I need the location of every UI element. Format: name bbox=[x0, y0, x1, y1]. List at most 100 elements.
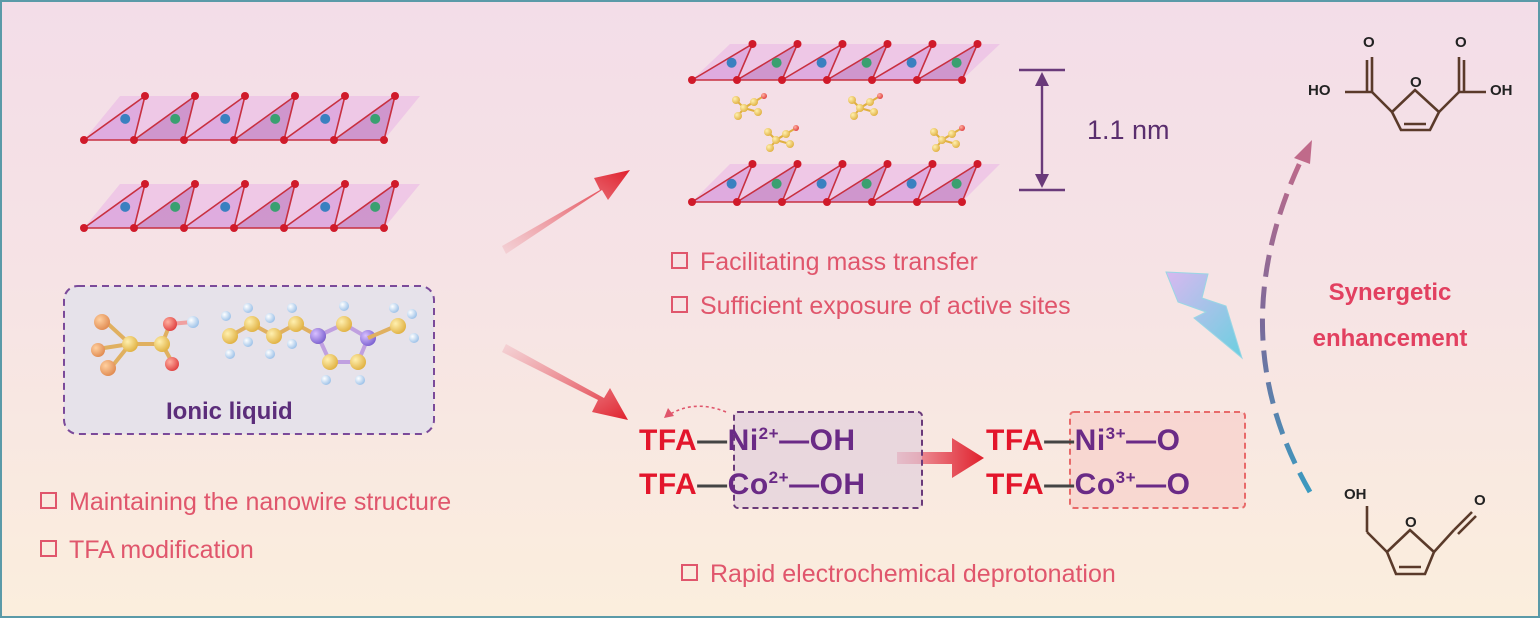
proton-transfer-arrow bbox=[663, 405, 727, 419]
oxygen-atom bbox=[330, 224, 338, 232]
oxygen-atom bbox=[778, 198, 786, 206]
spacing-label: 1.1 nm bbox=[1087, 115, 1170, 145]
octahedron bbox=[689, 42, 755, 81]
checkbox-icon bbox=[671, 252, 688, 269]
fdca-molecule bbox=[1345, 57, 1486, 132]
metal-atom bbox=[170, 113, 181, 124]
atom bbox=[154, 336, 170, 352]
lattice-sheet bbox=[80, 92, 420, 144]
octahedron bbox=[131, 94, 197, 141]
metal-atom bbox=[726, 178, 737, 189]
group-text: O bbox=[1156, 424, 1181, 457]
atom bbox=[243, 303, 253, 313]
atom bbox=[938, 136, 946, 144]
octahedron bbox=[81, 182, 147, 229]
oxygen-atom bbox=[973, 40, 982, 48]
lattice-sheet bbox=[688, 160, 1000, 206]
oxygen-atom bbox=[793, 160, 802, 168]
formula-co-before: TFA—Co2+—OH bbox=[639, 468, 866, 501]
atom bbox=[244, 316, 260, 332]
checkbox-icon bbox=[681, 564, 698, 581]
atom bbox=[355, 375, 365, 385]
oxygen-atom bbox=[868, 198, 876, 206]
charge-text: 2+ bbox=[758, 424, 780, 443]
atom bbox=[221, 311, 231, 321]
metal-atom bbox=[370, 113, 381, 124]
tfa-molecule bbox=[848, 93, 883, 120]
atom bbox=[288, 316, 304, 332]
oxygen-atom bbox=[733, 76, 741, 84]
metal-atom bbox=[816, 178, 827, 189]
oxygen-atom bbox=[688, 198, 696, 206]
oxygen-atom bbox=[241, 180, 249, 188]
metal-text: Ni bbox=[1074, 424, 1106, 457]
bullet-deprotonation: Rapid electrochemical deprotonation bbox=[681, 560, 1116, 589]
octahedron bbox=[689, 162, 755, 203]
bullet-text: TFA modification bbox=[69, 536, 254, 564]
metal-atom bbox=[816, 57, 827, 68]
oxygen-atom bbox=[883, 40, 892, 48]
oxygen-atom bbox=[330, 136, 338, 144]
octahedron bbox=[914, 162, 980, 203]
metal-atom bbox=[170, 201, 181, 212]
octahedron bbox=[779, 42, 845, 81]
atom bbox=[750, 98, 758, 106]
metal-atom bbox=[906, 178, 917, 189]
oxygen-atom bbox=[230, 136, 238, 144]
oxygen-atom bbox=[341, 92, 349, 100]
atom bbox=[222, 328, 238, 344]
tfa-molecule bbox=[930, 125, 965, 152]
oxygen-atom bbox=[280, 224, 288, 232]
formula-ni-before: TFA—Ni2+—OH bbox=[639, 424, 856, 457]
lattice-sheet bbox=[80, 180, 420, 232]
atom bbox=[243, 337, 253, 347]
oxygen-atom bbox=[883, 160, 892, 168]
charge-text: 2+ bbox=[768, 468, 790, 487]
oxygen-atom bbox=[748, 160, 757, 168]
atom bbox=[287, 303, 297, 313]
octahedron bbox=[331, 94, 397, 141]
interlayer-spacing-bracket bbox=[1019, 68, 1065, 192]
oxygen-atom bbox=[778, 76, 786, 84]
oxygen-atom bbox=[141, 180, 149, 188]
synergy-label-line1: Synergetic bbox=[1328, 279, 1452, 306]
octahedron bbox=[914, 42, 980, 81]
octahedron bbox=[81, 94, 147, 141]
oxygen-atom bbox=[838, 160, 847, 168]
oxygen-atom bbox=[748, 40, 757, 48]
atom bbox=[959, 125, 965, 131]
octahedron bbox=[869, 162, 935, 203]
atom bbox=[265, 349, 275, 359]
octahedron bbox=[331, 182, 397, 229]
oxygen-atom bbox=[958, 76, 966, 84]
atom bbox=[265, 313, 275, 323]
octahedron bbox=[131, 182, 197, 229]
charge-text: 3+ bbox=[1105, 424, 1127, 443]
atom bbox=[389, 303, 399, 313]
atom bbox=[734, 112, 742, 120]
oxygen-atom bbox=[180, 224, 188, 232]
octahedron bbox=[734, 42, 800, 81]
metal-atom bbox=[220, 201, 231, 212]
oxygen-atom bbox=[380, 224, 388, 232]
oxygen-atom bbox=[958, 198, 966, 206]
atom bbox=[122, 336, 138, 352]
oxygen-atom bbox=[928, 40, 937, 48]
atom bbox=[786, 140, 794, 148]
oxygen-atom bbox=[733, 198, 741, 206]
atom bbox=[91, 343, 105, 357]
octahedron bbox=[181, 94, 247, 141]
metal-atom bbox=[370, 201, 381, 212]
oxygen-atom bbox=[191, 180, 199, 188]
atom bbox=[948, 130, 956, 138]
hmf-aldehyde-o: O bbox=[1474, 492, 1486, 509]
metal-atom bbox=[951, 178, 962, 189]
metal-text: Co bbox=[727, 468, 769, 501]
atom bbox=[772, 136, 780, 144]
metal-atom bbox=[120, 113, 131, 124]
oxygen-atom bbox=[180, 136, 188, 144]
atom bbox=[766, 144, 774, 152]
synergy-arc-arrow bbox=[1260, 152, 1313, 494]
octahedron bbox=[734, 162, 800, 203]
octahedron bbox=[869, 42, 935, 81]
